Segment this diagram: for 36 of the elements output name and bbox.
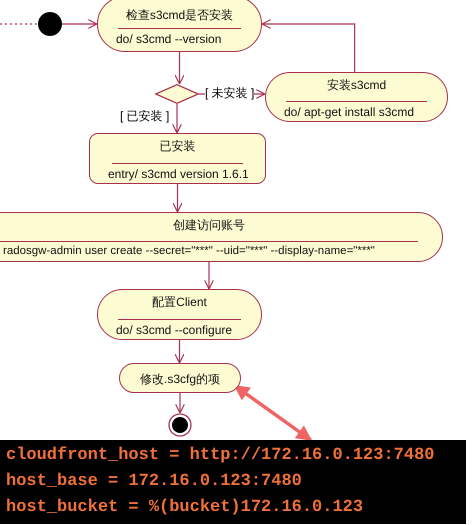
decision-diamond: [155, 84, 199, 104]
arrow: [261, 18, 356, 72]
action-text: do/ apt-get install s3cmd: [284, 105, 414, 119]
activity-node: [265, 72, 448, 122]
arrow: [172, 104, 182, 134]
double-arrow: [234, 384, 312, 442]
config-line: host_base = 172.16.0.123:7480: [6, 472, 302, 491]
end-node: [168, 413, 192, 437]
activity-node: [119, 363, 241, 393]
action-text: entry/ s3cmd version 1.6.1: [108, 166, 249, 181]
action-text: do/ s3cmd --configure: [116, 322, 232, 337]
activity-node: [89, 133, 266, 184]
node-title: 检查s3cmd是否安装: [124, 7, 234, 24]
node-title: 安装s3cmd: [326, 77, 388, 94]
edge-label: [ 未安装 ]: [205, 87, 254, 100]
node-title: 修改.s3cfg的项: [138, 371, 221, 388]
arrow: [204, 262, 214, 290]
activity-node: [97, 0, 262, 52]
config-line: cloudfront_host = http://172.16.0.123:7480: [6, 446, 434, 465]
arrow: [62, 18, 98, 30]
arrow: [174, 340, 185, 364]
action-text: radosgw-admin user create --secret="***" --uid="***" --display-name="***": [3, 245, 375, 257]
edge-label: [ 已安装 ]: [120, 110, 170, 123]
start-node: [38, 12, 62, 36]
node-title: 配置Client: [151, 294, 208, 311]
node-title: 创建访问账号: [172, 217, 246, 234]
activity-node: [97, 289, 262, 340]
console-panel: [0, 440, 466, 524]
arrow: [174, 52, 185, 85]
activity-node: [0, 212, 443, 262]
arrow: [174, 393, 186, 414]
config-line: host_bucket = %(bucket)172.16.0.123: [6, 498, 364, 517]
dashed-line: [0, 23, 38, 25]
arrow: [172, 184, 183, 213]
node-title: 已安装: [158, 138, 196, 155]
action-text: do/ s3cmd --version: [116, 32, 222, 46]
